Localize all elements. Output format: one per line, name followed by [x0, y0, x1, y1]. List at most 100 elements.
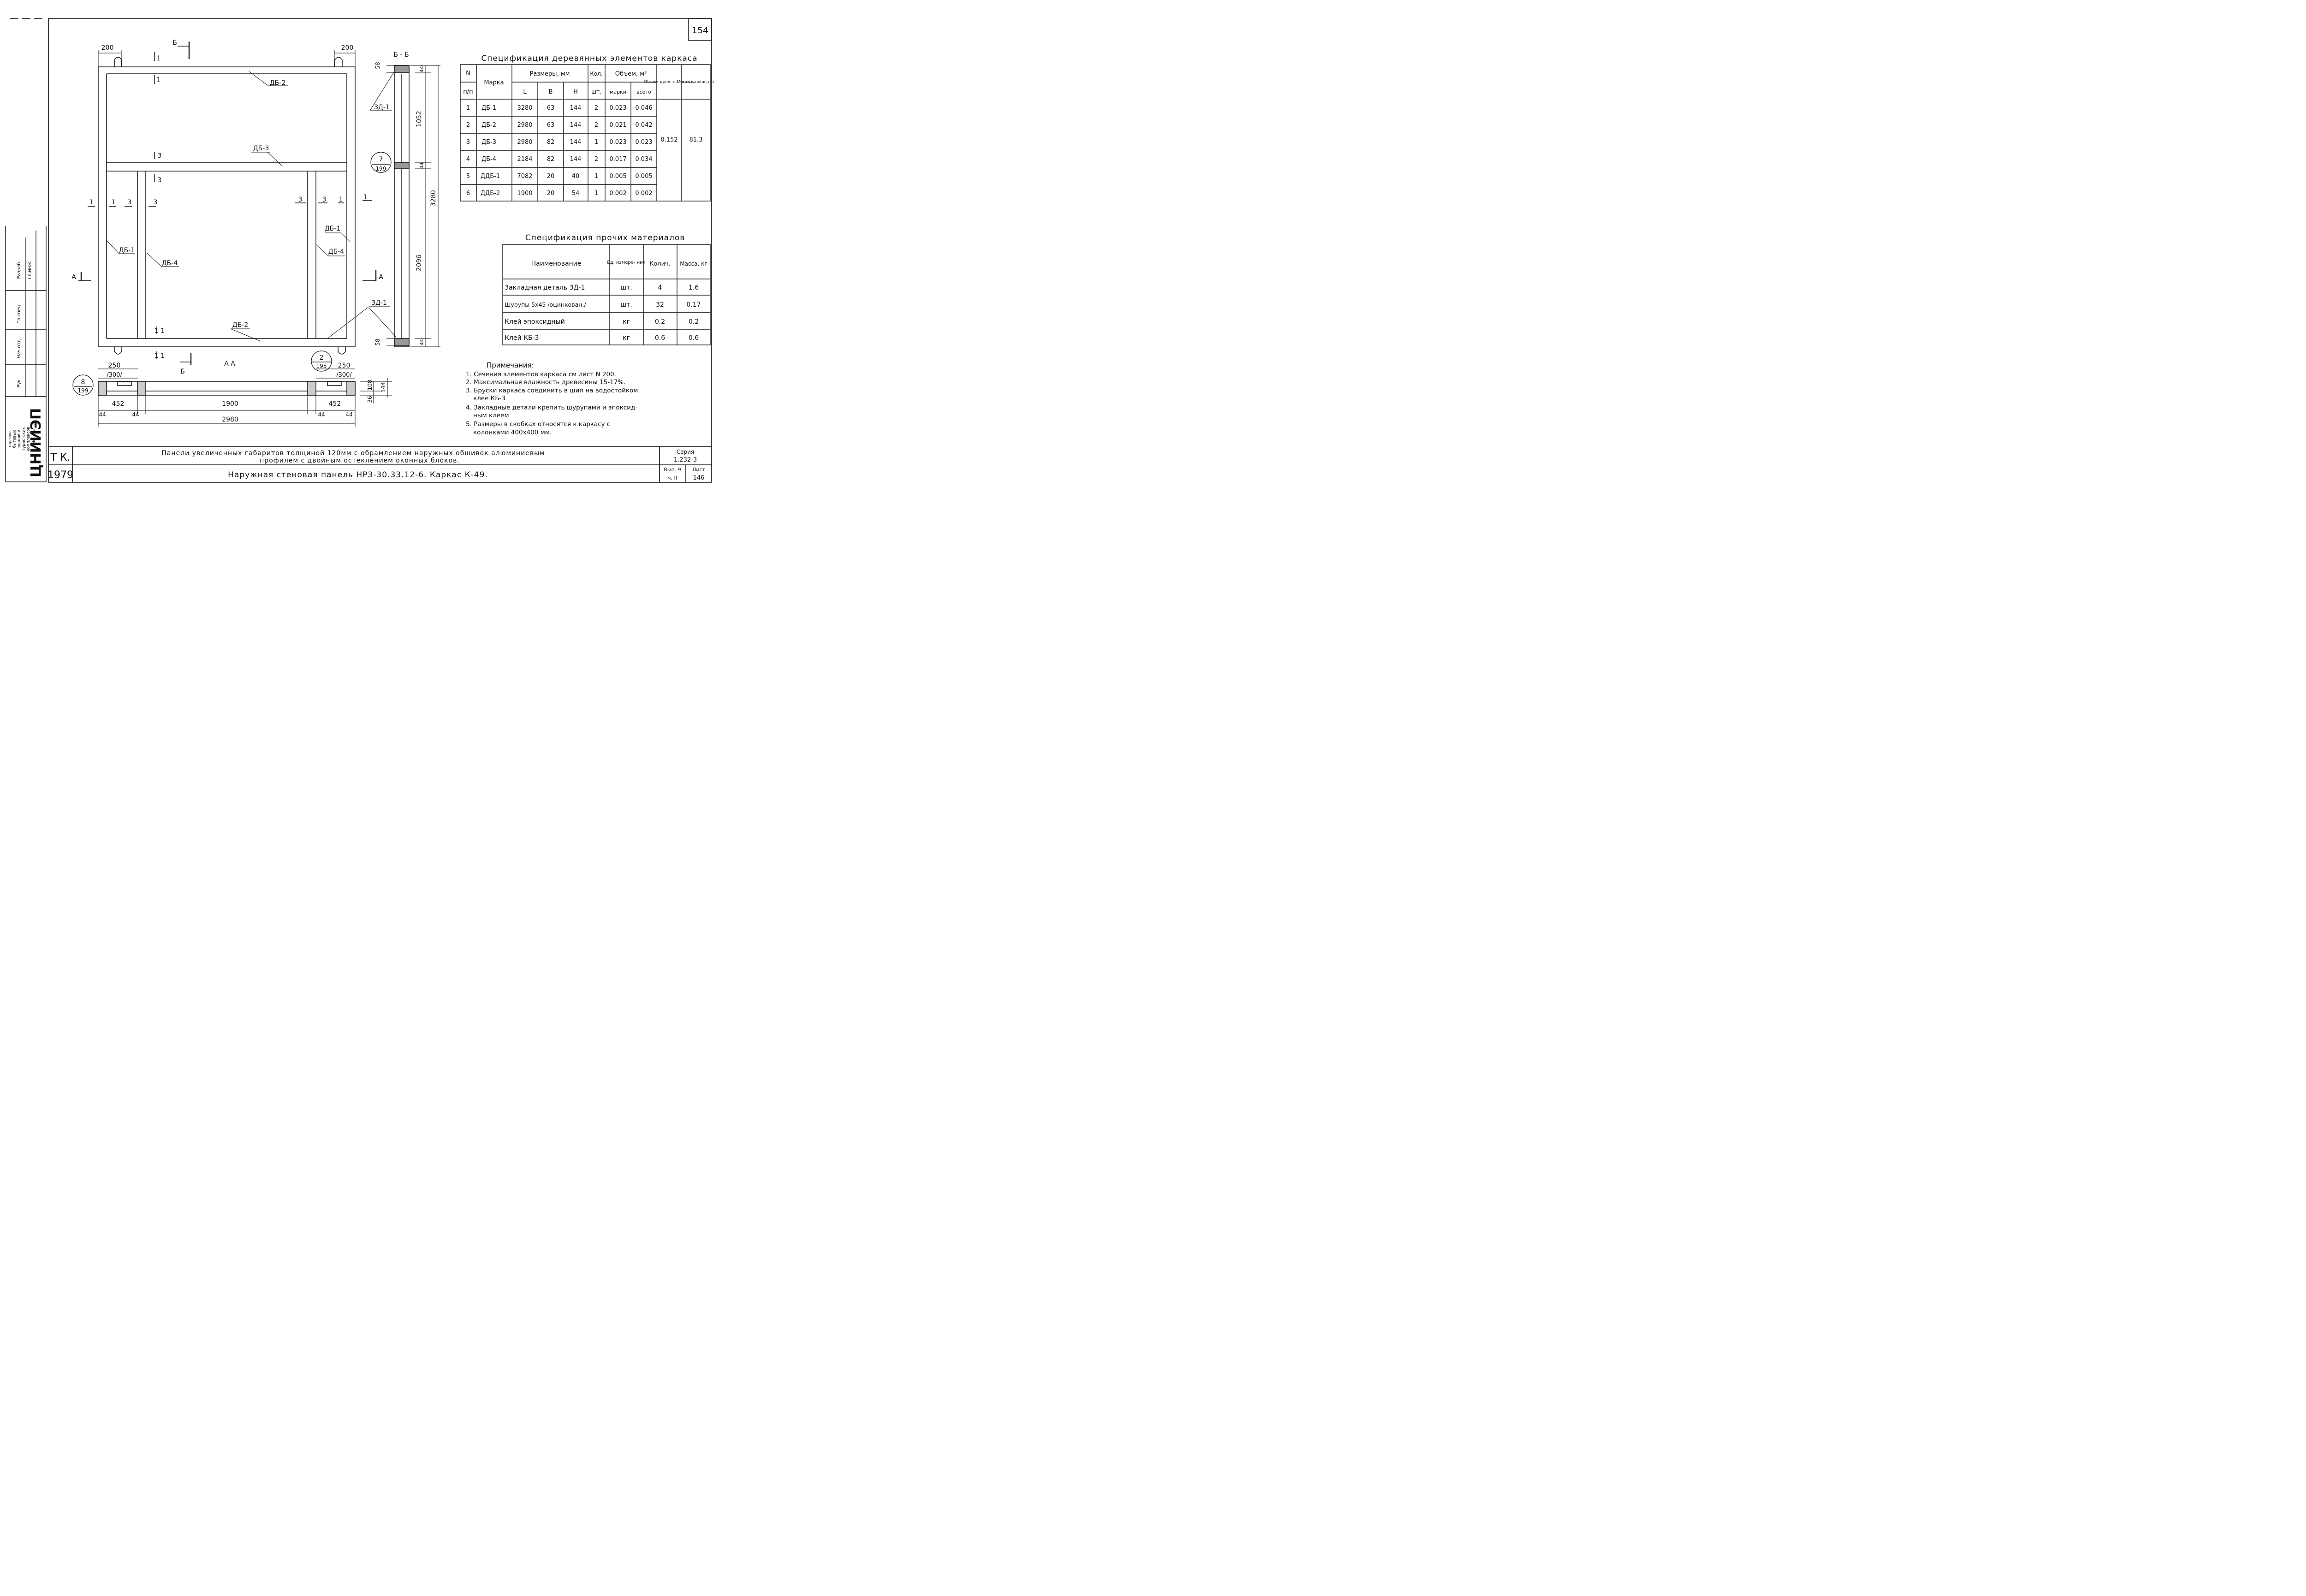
part-label: ч. II: [668, 475, 677, 481]
section-mark: 1: [363, 194, 368, 201]
cell-H: 144: [570, 105, 582, 112]
drawing-canvas: 154 Разраб. Гл.спец. Нач.отд. Рук. Гл.ин…: [5, 18, 715, 483]
sheet-label: Лист: [692, 467, 705, 473]
other-spec-table: Спецификация прочих материалов Наименова…: [502, 233, 711, 345]
dim-3280: 3280: [430, 190, 437, 207]
col-header: Размеры, мм: [530, 71, 570, 77]
col-header: Наименование: [531, 260, 582, 267]
cell-H: 144: [570, 139, 582, 146]
section-mark: 3: [158, 177, 162, 184]
cell-L: 3280: [517, 105, 532, 112]
section-mark: 3: [322, 196, 327, 203]
cell-frame-volume: 0.152: [660, 136, 678, 143]
callout-number: 2: [320, 354, 324, 362]
title-block: Т К. 1979 Панели увеличенных габаритов т…: [48, 446, 712, 482]
cell-qty: 2: [594, 105, 598, 112]
section-mark: 3: [158, 152, 162, 160]
section-mark-b-bottom: Б: [180, 368, 185, 375]
table-row: 6 ДДБ-2 1900 20 54 1 0.002 0.002: [466, 190, 653, 197]
col-header: N: [466, 70, 470, 77]
drawing-sheet: 154 Разраб. Гл.спец. Нач.отд. Рук. Гл.ин…: [0, 0, 721, 498]
sheet-number: 154: [692, 25, 708, 36]
series-label: Серия: [677, 449, 694, 455]
cell-unit: шт.: [620, 301, 632, 309]
cell-name: Закладная деталь ЗД-1: [505, 284, 585, 291]
cell-frame-mass: 81.3: [689, 136, 703, 143]
label-db3: ДБ-3: [253, 145, 269, 152]
section-mark: 1: [339, 196, 343, 203]
notes: Примечания: 1. Сечения элементов каркаса…: [466, 361, 638, 436]
cell-H: 54: [572, 190, 580, 197]
stamp-role: Гл.инж.: [27, 261, 32, 279]
issue-label: Вып. 9: [664, 467, 681, 473]
cell-mark: ДДБ-1: [481, 173, 500, 180]
label-db2-top: ДБ-2: [270, 79, 286, 87]
section-bb-dims: [386, 65, 440, 347]
callout-sheet: 199: [78, 387, 89, 394]
stamp-org-line: бытовых: [12, 430, 17, 448]
cell-B: 63: [547, 122, 555, 129]
cell-mark: ДБ-2: [481, 122, 496, 129]
cell-volume: 0.017: [609, 156, 626, 163]
col-header: Масса, кг: [680, 261, 707, 267]
col-header: Кол.: [590, 71, 602, 77]
table-row: 1 ДБ-1 3280 63 144 2 0.023 0.046: [466, 105, 653, 112]
col-header: Колич.: [649, 261, 671, 267]
callout-sheet: 195: [316, 363, 327, 369]
cell-mass: 0.2: [689, 318, 699, 326]
cell-n: 5: [466, 173, 470, 180]
cell-H: 144: [570, 122, 582, 129]
table-row: Клей эпоксидный кг 0.2 0.2: [505, 318, 699, 326]
label-db2-bottom: ДБ-2: [232, 321, 249, 329]
col-header: Ед. измере- ния: [607, 260, 645, 265]
dim-36: 36: [367, 396, 373, 403]
tk-label: Т К.: [50, 452, 70, 463]
stamp-role: Разраб.: [17, 261, 22, 279]
section-aa-dims: [98, 368, 392, 427]
label-db1-left: ДБ-1: [119, 247, 135, 254]
cell-mark: ДДБ-2: [481, 190, 500, 197]
dimension-lines: [98, 50, 356, 67]
cell-volume: 0.023: [609, 105, 626, 112]
cell-B: 63: [547, 105, 555, 112]
sheet-value: 146: [693, 475, 705, 481]
cell-volume: 0.005: [609, 173, 626, 180]
col-header: В: [549, 89, 553, 95]
cell-qty: 4: [658, 284, 662, 291]
cell-mark: ДБ-4: [481, 156, 496, 163]
section-mark: 1 1: [155, 352, 165, 360]
dim-58-top: 58: [374, 62, 381, 69]
section-mark: 3: [298, 196, 303, 203]
sheet-number-box: 154: [688, 18, 712, 41]
cell-volume: 0.023: [609, 139, 626, 146]
cell-volume-total: 0.023: [635, 139, 652, 146]
cell-unit: шт.: [620, 284, 632, 291]
cell-H: 144: [570, 156, 582, 163]
cell-qty: 2: [594, 156, 598, 163]
note-item: 5. Размеры в скобках относятся к каркасу…: [466, 421, 610, 428]
cell-volume-total: 0.034: [635, 156, 652, 163]
label-zd1-top: ЗД-1: [374, 104, 390, 111]
cell-name: Шурупы 5х45 /оцинкован./: [505, 301, 586, 308]
stamp-role: Рук.: [17, 378, 22, 387]
dim-300-left: /300/: [107, 372, 122, 379]
cell-L: 7082: [517, 173, 532, 180]
callouts: [72, 152, 392, 396]
wood-spec-rows: 1 ДБ-1 3280 63 144 2 0.023 0.046 2 ДБ-2 …: [466, 105, 703, 197]
col-header: шт.: [591, 89, 601, 95]
table-row: Закладная деталь ЗД-1 шт. 4 1.6: [505, 284, 699, 291]
dim-200-right: 200: [341, 44, 354, 52]
cell-volume-total: 0.002: [635, 190, 652, 197]
cell-mass: 0.17: [686, 301, 701, 309]
section-marks: [78, 42, 377, 365]
cell-n: 6: [466, 190, 470, 197]
section-mark: 3: [154, 199, 158, 206]
cell-mark: ДБ-3: [481, 139, 496, 146]
stamp-org-line: торгово-: [8, 430, 12, 448]
cell-qty: 0.6: [655, 334, 665, 342]
label-db4-left: ДБ-4: [162, 260, 178, 267]
leader-lines: [106, 69, 396, 342]
org-logo: ЦНИИЭП: [28, 408, 44, 477]
notes-heading: Примечания:: [487, 361, 534, 369]
section-mark: 1: [157, 77, 161, 84]
